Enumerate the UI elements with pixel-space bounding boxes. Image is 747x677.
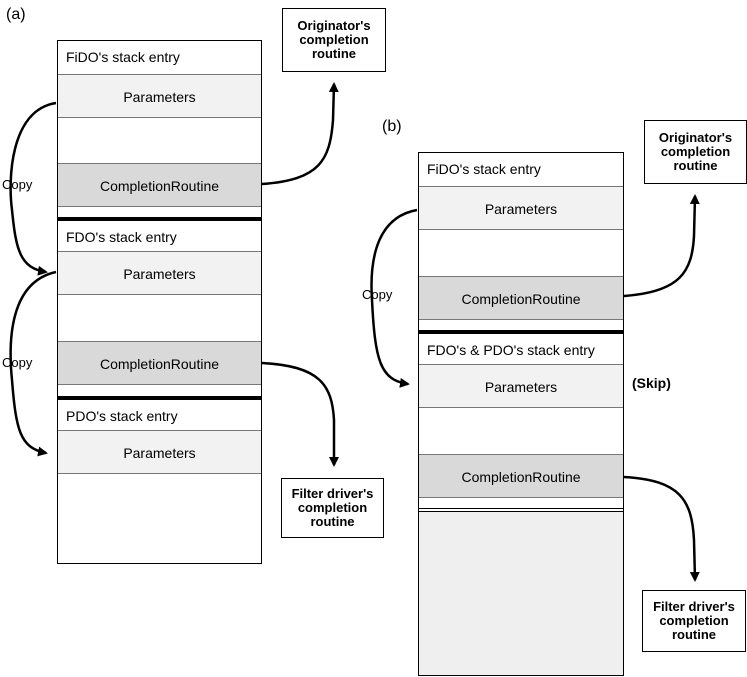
originator-completion-box-b: Originator's completion routine xyxy=(644,120,747,184)
fido-completion-routine: CompletionRoutine xyxy=(419,276,623,320)
box-line: routine xyxy=(311,46,357,61)
fdo-parameters: Parameters xyxy=(58,251,261,295)
box-line: completion xyxy=(659,613,729,628)
pdo-stack-header: PDO's stack entry xyxy=(58,400,261,432)
unused-stack-area xyxy=(419,511,623,675)
panel-b-label: (b) xyxy=(382,118,402,135)
fdo-completion-routine: CompletionRoutine xyxy=(419,454,623,498)
stack-divider xyxy=(419,508,623,509)
copy-label-b1: Copy xyxy=(362,287,393,302)
panel-b-stack: FiDO's stack entry Parameters Completion… xyxy=(418,152,624,676)
copy-arrow-b1 xyxy=(370,208,418,388)
stack-separator xyxy=(419,330,623,334)
fido-parameters: Parameters xyxy=(419,186,623,230)
copy-arrow-a1 xyxy=(9,101,57,276)
fdo-pdo-stack-header: FDO's & PDO's stack entry xyxy=(419,334,623,366)
stack-separator xyxy=(58,217,261,221)
box-line: Originator's xyxy=(658,130,733,145)
fido-stack-header: FiDO's stack entry xyxy=(58,41,261,73)
fido-completion-routine: CompletionRoutine xyxy=(58,163,261,207)
completion-arrow-to-filter-b xyxy=(623,475,700,582)
fdo-completion-routine: CompletionRoutine xyxy=(58,341,261,385)
box-line: Filter driver's xyxy=(291,486,374,501)
panel-a-label: (a) xyxy=(6,6,26,23)
filter-driver-completion-box-b: Filter driver's completion routine xyxy=(642,590,746,652)
fido-parameters: Parameters xyxy=(58,74,261,118)
box-line: Originator's xyxy=(297,18,371,33)
completion-arrow-to-filter-a xyxy=(261,361,339,467)
completion-arrow-to-originator-a xyxy=(261,82,339,186)
completion-arrow-to-originator-b xyxy=(623,194,700,298)
box-line: completion xyxy=(660,144,731,159)
filter-driver-completion-box-a: Filter driver's completion routine xyxy=(281,478,384,538)
panel-a-stack: FiDO's stack entry Parameters Completion… xyxy=(57,40,262,564)
fdo-stack-header: FDO's stack entry xyxy=(58,221,261,253)
skip-label: (Skip) xyxy=(632,375,671,391)
copy-arrow-a2 xyxy=(9,270,57,457)
box-line: completion xyxy=(297,500,368,515)
box-line: routine xyxy=(671,627,717,642)
box-line: completion xyxy=(299,32,369,47)
stack-separator xyxy=(58,396,261,400)
box-line: routine xyxy=(310,514,355,529)
pdo-parameters: Parameters xyxy=(58,430,261,474)
originator-completion-box-a: Originator's completion routine xyxy=(282,8,386,72)
fido-stack-header: FiDO's stack entry xyxy=(419,153,623,185)
box-line: Filter driver's xyxy=(653,599,735,614)
fdo-parameters: Parameters xyxy=(419,364,623,408)
box-line: routine xyxy=(673,158,718,173)
